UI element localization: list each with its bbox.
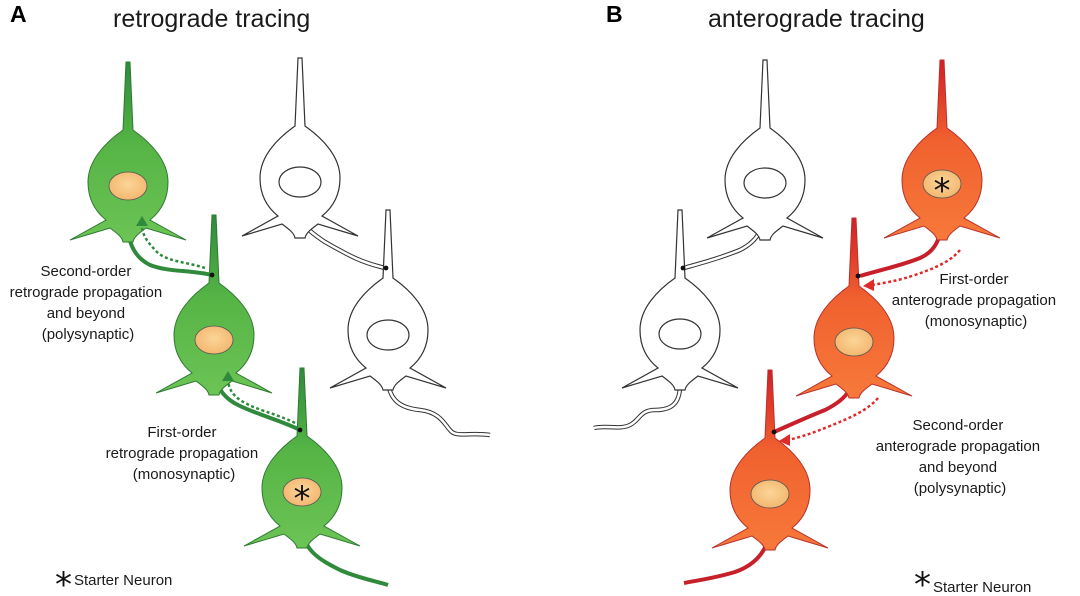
panel-a-propagation-arrows	[140, 227, 296, 425]
panel-b-starter-neuron: *	[859, 59, 1001, 278]
panel-a-arrowhead-1	[136, 216, 148, 226]
panel-b-starter-marker: *	[934, 171, 951, 211]
panel-a: A retrograde tracing	[10, 1, 491, 596]
panel-a-arrowhead-2	[222, 371, 234, 381]
panel-b-arrow-first-order	[871, 249, 961, 287]
panel-b-arrow-second-order	[787, 397, 879, 442]
panel-b-first-order-neuron	[773, 217, 913, 434]
panel-b-first-order-label: First-order anterograde propagation (mon…	[892, 271, 1060, 330]
panel-b: B anterograde tracing *	[593, 1, 1060, 596]
panel-a-unlabeled-neuron-bottom	[329, 209, 491, 438]
panel-a-unlabeled-neuron-top	[241, 57, 386, 271]
panel-b-legend-star: *	[914, 565, 931, 596]
panel-b-arrowhead-1	[863, 279, 874, 291]
panel-b-unlabeled-neuron-bottom	[593, 209, 739, 431]
panel-a-second-order-label: Second-order retrograde propagation and …	[10, 263, 167, 343]
panel-a-first-order-label: First-order retrograde propagation (mono…	[106, 424, 263, 483]
panel-a-first-order-neuron	[155, 214, 301, 432]
panel-b-propagation-arrows	[787, 249, 961, 442]
panel-a-letter: A	[10, 1, 27, 27]
panel-a-legend-text: Starter Neuron	[74, 572, 172, 589]
panel-b-second-order-neuron	[683, 369, 829, 585]
panel-b-unlabeled-neuron-top	[683, 59, 824, 271]
panel-b-title: anterograde tracing	[708, 5, 925, 33]
panel-a-second-order-neuron	[69, 61, 213, 277]
panel-b-legend-text: Starter Neuron	[933, 579, 1031, 596]
panel-a-starter-neuron: *	[243, 367, 389, 587]
panel-b-letter: B	[606, 1, 623, 27]
panel-a-legend-star: *	[55, 565, 72, 596]
panel-b-arrowhead-2	[779, 434, 790, 446]
panel-a-title: retrograde tracing	[113, 5, 310, 33]
panel-a-arrow-second-order	[140, 227, 206, 270]
panel-a-arrow-first-order	[226, 381, 296, 425]
panel-b-second-order-label: Second-order anterograde propagation and…	[876, 417, 1044, 497]
panel-a-starter-marker: *	[294, 479, 311, 519]
